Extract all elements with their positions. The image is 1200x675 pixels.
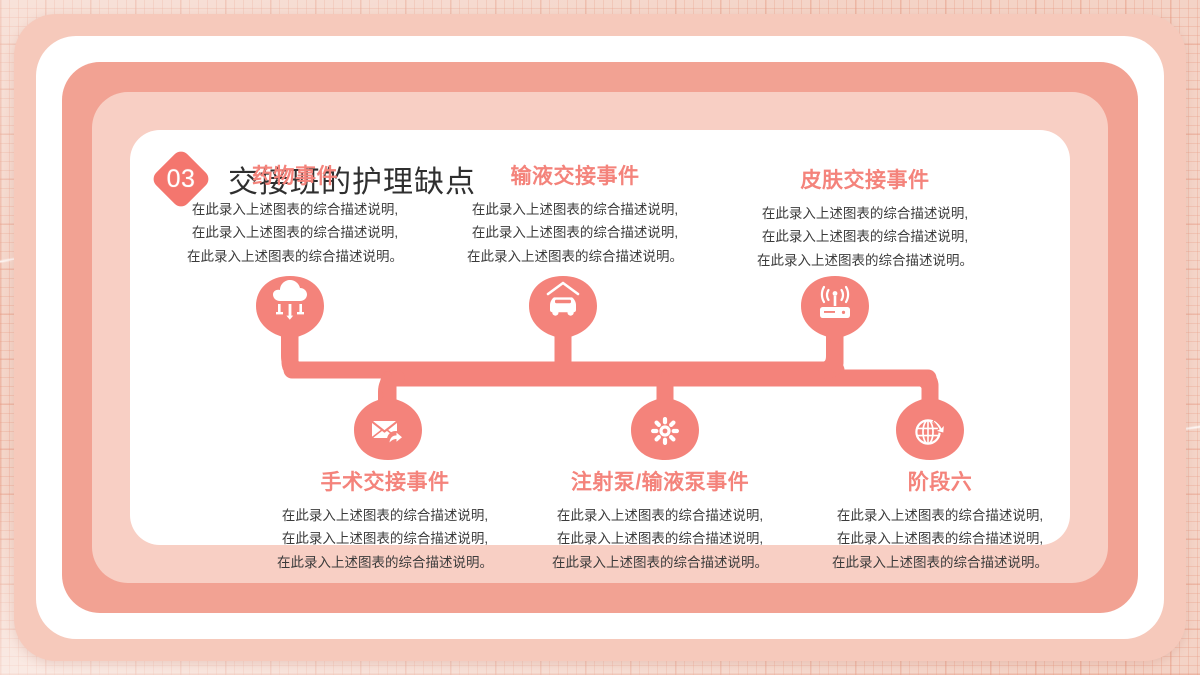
section-number-label: 03: [166, 164, 196, 193]
node-title-3: 皮肤交接事件: [800, 169, 930, 192]
page-title: 交接班的护理缺点: [228, 166, 476, 199]
section-number-badge: 03: [149, 147, 213, 211]
slide-header: 03 交接班的护理缺点: [149, 147, 476, 211]
node-body-5: 在此录入上述图表的综合描述说明, 在此录入上述图表的综合描述说明, 在此录入上述…: [552, 508, 768, 570]
node-text-4: 手术交接事件 在此录入上述图表的综合描述说明, 在此录入上述图表的综合描述说明,…: [220, 470, 550, 574]
node-text-5: 注射泵/输液泵事件 在此录入上述图表的综合描述说明, 在此录入上述图表的综合描述…: [495, 470, 825, 574]
node-body-1: 在此录入上述图表的综合描述说明, 在此录入上述图表的综合描述说明, 在此录入上述…: [187, 202, 403, 264]
node-text-3: 皮肤交接事件 在此录入上述图表的综合描述说明, 在此录入上述图表的综合描述说明,…: [700, 168, 1030, 272]
node-text-1: 药物事件 在此录入上述图表的综合描述说明, 在此录入上述图表的综合描述说明, 在…: [130, 164, 460, 268]
node-title-2: 输液交接事件: [510, 165, 640, 188]
node-body-6: 在此录入上述图表的综合描述说明, 在此录入上述图表的综合描述说明, 在此录入上述…: [832, 508, 1048, 570]
node-body-2: 在此录入上述图表的综合描述说明, 在此录入上述图表的综合描述说明, 在此录入上述…: [467, 202, 683, 264]
node-title-1: 药物事件: [252, 165, 338, 188]
node-title-4: 手术交接事件: [320, 471, 450, 494]
node-body-3: 在此录入上述图表的综合描述说明, 在此录入上述图表的综合描述说明, 在此录入上述…: [757, 206, 973, 268]
node-body-4: 在此录入上述图表的综合描述说明, 在此录入上述图表的综合描述说明, 在此录入上述…: [277, 508, 493, 570]
node-text-2: 输液交接事件 在此录入上述图表的综合描述说明, 在此录入上述图表的综合描述说明,…: [410, 164, 740, 268]
node-title-6: 阶段六: [907, 471, 973, 494]
node-text-6: 阶段六 在此录入上述图表的综合描述说明, 在此录入上述图表的综合描述说明, 在此…: [775, 470, 1105, 574]
node-title-5: 注射泵/输液泵事件: [570, 471, 750, 494]
